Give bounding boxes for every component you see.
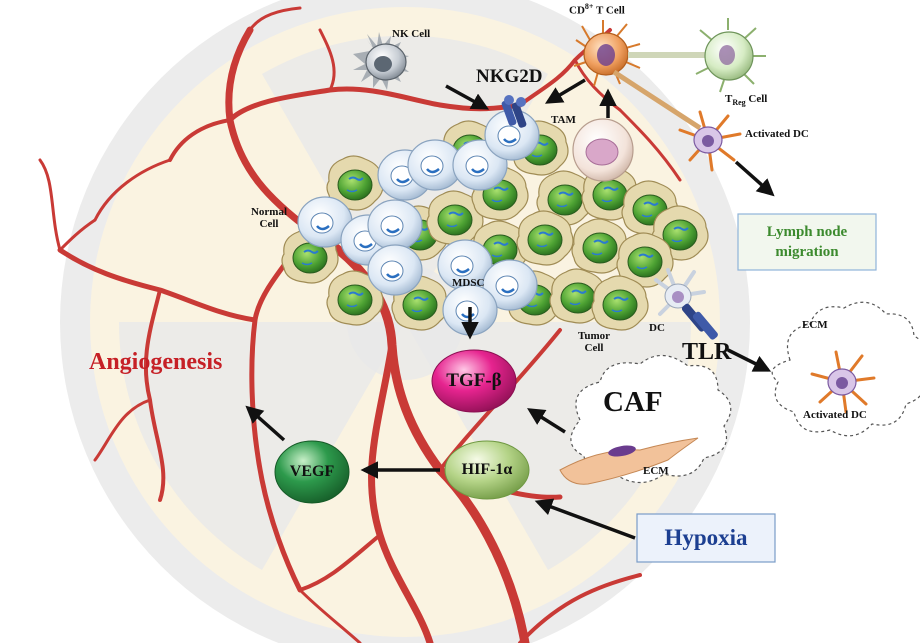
dc-icon <box>654 268 718 340</box>
cd8-t-cell-label: CD8+ T Cell <box>569 2 625 17</box>
tumor-cell-line1: Tumor <box>578 330 610 342</box>
arrow-nk-to-nkg2d <box>445 84 490 110</box>
normal-cell-label: Normal Cell <box>247 206 291 230</box>
ecm-bottom-label: ECM <box>643 465 669 477</box>
mdsc-label: MDSC <box>452 277 485 289</box>
normal-cell-line1: Normal <box>250 206 288 218</box>
treg-subscript: Reg <box>732 98 746 108</box>
caf-cell-icon <box>559 437 699 485</box>
caf-label: CAF <box>603 386 663 418</box>
nk-cell-label: NK Cell <box>392 28 431 40</box>
hypoxia-label: Hypoxia <box>664 525 748 550</box>
vegf-bubble <box>274 440 350 504</box>
tumor-cell-line2: Cell <box>584 342 604 354</box>
arrow-dc-to-lymph <box>734 160 775 197</box>
activated-dc-top-label: Activated DC <box>745 128 809 140</box>
treg-suffix: Cell <box>745 93 768 105</box>
cd8-dc-connection <box>612 69 702 131</box>
cd8-superscript: 8+ <box>584 2 594 11</box>
arrow-hypoxia-to-hif <box>534 498 636 540</box>
hif1a-bubble <box>444 440 530 500</box>
tlr-label: TLR <box>682 339 732 365</box>
angiogenesis-label: Angiogenesis <box>89 349 223 375</box>
receptor-icon <box>501 95 527 128</box>
cd8-suffix: T Cell <box>593 4 625 17</box>
arrow-tlr-to-ecm <box>727 348 772 372</box>
activated-dc-icon <box>678 110 742 172</box>
cd8-prefix: CD <box>569 4 585 17</box>
treg-cell-icon <box>695 18 766 93</box>
cd8-t-cell-icon <box>573 20 641 87</box>
tgf-beta-bubble <box>431 349 517 413</box>
tam-icon <box>572 118 634 182</box>
ecm-top-label: ECM <box>802 319 828 331</box>
arrow-cd8-to-receptor <box>544 78 586 104</box>
normal-cell-line2: Cell <box>259 218 279 230</box>
arrow-vegf-to-angiogenesis <box>245 405 286 442</box>
activated-dc-icon <box>810 350 876 414</box>
treg-cell-label: TReg Cell <box>725 93 767 107</box>
lymph-line1: Lymph node <box>766 224 848 240</box>
treg-prefix: T <box>725 93 733 105</box>
tam-label: TAM <box>551 114 576 126</box>
hypoxia-box <box>636 513 776 563</box>
tumor-cell-label: Tumor Cell <box>574 330 614 354</box>
activated-dc-bottom-label: Activated DC <box>803 409 867 421</box>
lymph-node-migration-text: Lymph node migration <box>738 214 876 270</box>
lymph-node-box <box>737 213 877 271</box>
nk-cell-icon <box>353 32 409 90</box>
arrow-caf-to-tgf <box>527 408 566 434</box>
hif1a-label: HIF-1α <box>461 461 513 478</box>
dc-label: DC <box>649 322 665 334</box>
vegf-label: VEGF <box>289 463 335 480</box>
arrows <box>245 78 775 540</box>
nkg2d-label: NKG2D <box>476 66 543 87</box>
lymph-line2: migration <box>775 244 839 260</box>
tgf-beta-label: TGF-β <box>446 370 502 391</box>
